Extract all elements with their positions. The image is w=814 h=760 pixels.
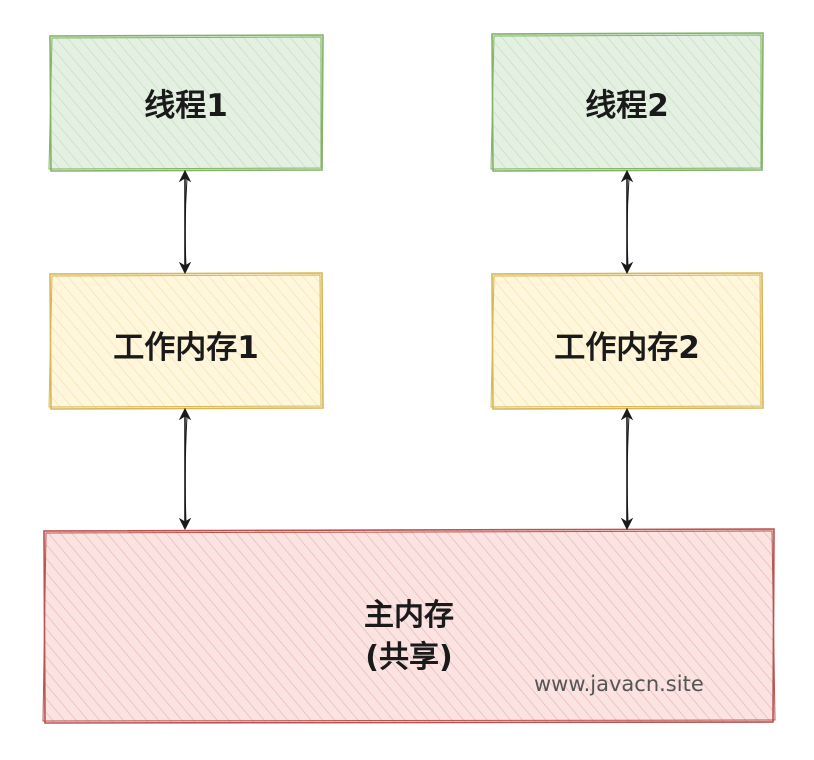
arrow-work2-to-main <box>627 414 629 524</box>
thread2-label: 线程2 <box>585 88 669 124</box>
working-memory1-label: 工作内存1 <box>113 330 259 366</box>
thread1-box <box>48 34 324 172</box>
arrow-thread1-to-work1 <box>185 176 187 268</box>
arrow-work1-to-main <box>185 414 187 524</box>
watermark: www.javacn.site <box>534 672 704 696</box>
main-memory-shared-label: (共享) <box>365 640 453 675</box>
main-memory-label: 主内存 <box>364 598 454 633</box>
working-memory2-label: 工作内存2 <box>554 330 700 366</box>
thread1-label: 线程1 <box>144 88 228 124</box>
working-memory2-box <box>490 272 764 410</box>
arrow-thread2-to-work2 <box>627 176 629 268</box>
main-memory-box <box>42 528 776 724</box>
thread2-box <box>490 32 764 172</box>
working-memory1-box <box>48 272 324 410</box>
